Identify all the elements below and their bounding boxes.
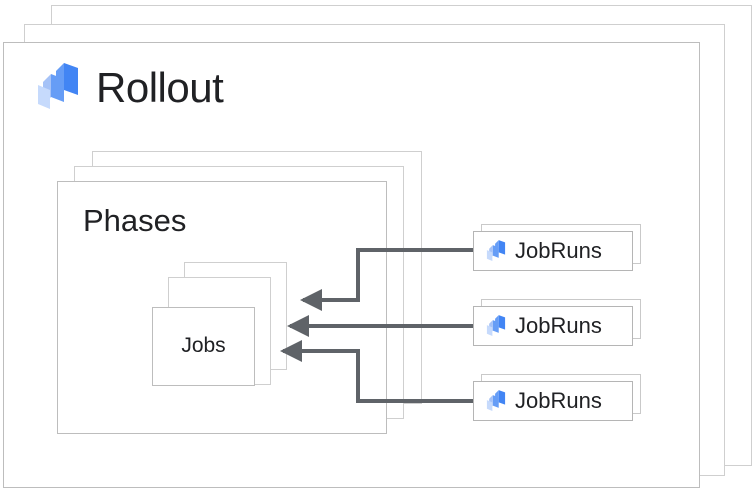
jobs-label: Jobs bbox=[181, 334, 226, 357]
rollout-logo-icon bbox=[36, 63, 80, 113]
rollout-title-group: Rollout bbox=[36, 63, 224, 113]
jobruns-card-1[interactable]: JobRuns bbox=[473, 231, 633, 271]
rollout-logo-icon bbox=[486, 314, 506, 338]
phases-label: Phases bbox=[83, 203, 187, 238]
jobruns-label: JobRuns bbox=[515, 313, 602, 338]
rollout-logo-icon bbox=[486, 389, 506, 413]
rollout-logo-icon bbox=[486, 239, 506, 263]
jobruns-card-2[interactable]: JobRuns bbox=[473, 306, 633, 346]
jobruns-label: JobRuns bbox=[515, 388, 602, 413]
jobruns-card-3[interactable]: JobRuns bbox=[473, 381, 633, 421]
jobruns-label: JobRuns bbox=[515, 238, 602, 263]
jobs-card-front bbox=[152, 307, 255, 386]
page-title: Rollout bbox=[96, 64, 224, 111]
